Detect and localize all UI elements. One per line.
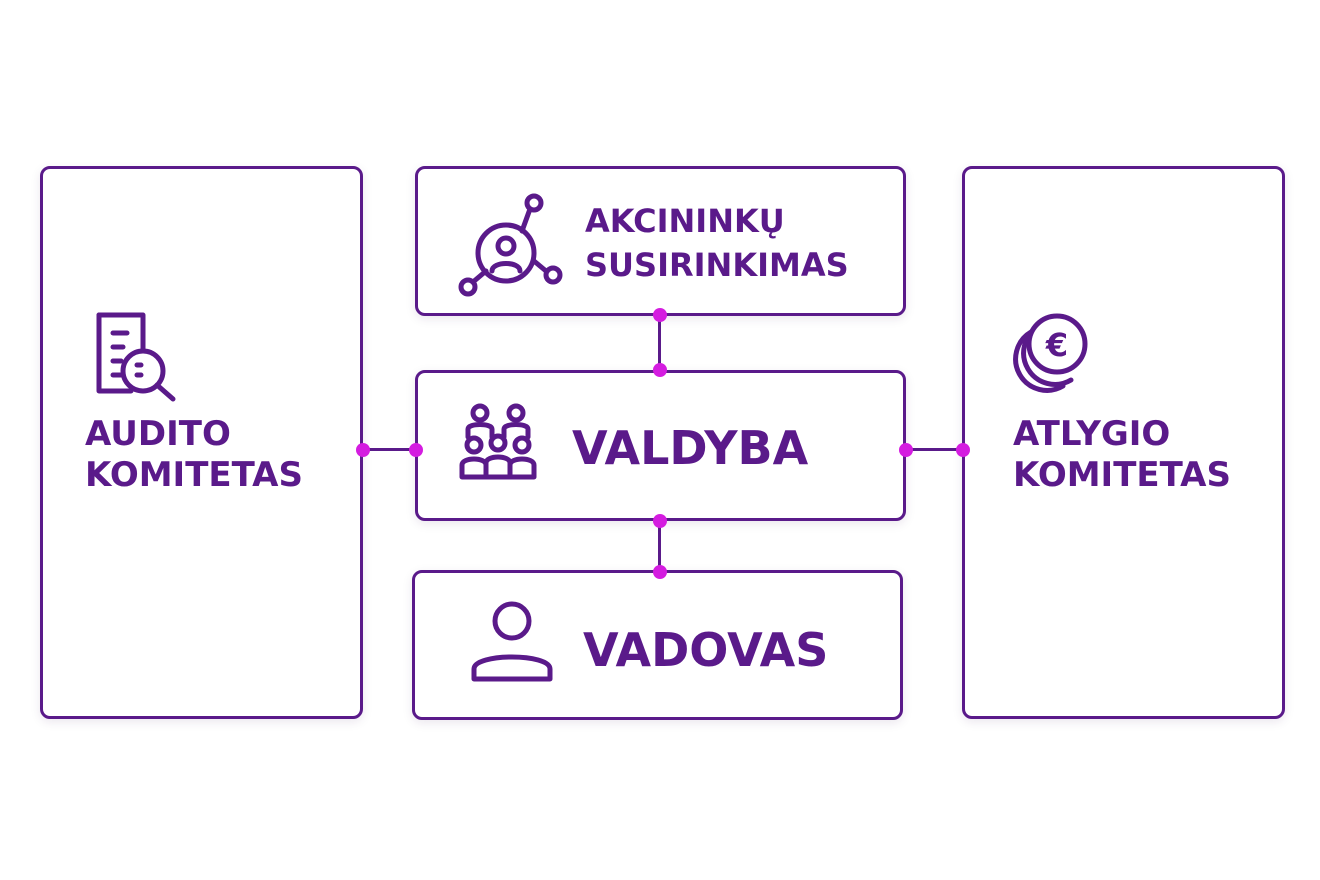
shareholders-meeting-label: AKCININKŲ SUSIRINKIMAS (585, 199, 849, 287)
manager-label: VADOVAS (583, 623, 828, 677)
connector-dot (409, 443, 423, 457)
connector-dot (653, 363, 667, 377)
network-person-icon (456, 191, 566, 301)
remuneration-committee-label: ATLYGIO KOMITETAS (1013, 414, 1231, 496)
connector-dot (653, 308, 667, 322)
connector-dot (899, 443, 913, 457)
board-box: VALDYBA (415, 370, 906, 521)
connector-dot (653, 514, 667, 528)
audit-committee-label: AUDITO KOMITETAS (85, 414, 303, 496)
shareholders-meeting-label-line1: AKCININKŲ (585, 202, 785, 240)
connector-board-remuneration (905, 448, 963, 451)
remuneration-committee-label-line2: KOMITETAS (1013, 455, 1231, 495)
group-icon (459, 403, 540, 483)
manager-box: VADOVAS (412, 570, 903, 720)
shareholders-meeting-box: AKCININKŲ SUSIRINKIMAS (415, 166, 906, 316)
manager-label-text: VADOVAS (583, 623, 829, 677)
shareholders-meeting-label-line2: SUSIRINKIMAS (585, 246, 849, 284)
connector-dot (356, 443, 370, 457)
board-label: VALDYBA (572, 421, 808, 475)
connector-audit-board (362, 448, 416, 451)
connector-board-manager (658, 520, 661, 572)
audit-committee-label-line1: AUDITO (85, 414, 231, 454)
audit-committee-box: AUDITO KOMITETAS (40, 166, 363, 719)
person-icon (470, 601, 560, 686)
euro-coins-icon: € (1005, 313, 1095, 404)
connector-dot (956, 443, 970, 457)
remuneration-committee-box: € ATLYGIO KOMITETAS (962, 166, 1285, 719)
remuneration-committee-label-line1: ATLYGIO (1013, 414, 1171, 454)
audit-committee-label-line2: KOMITETAS (85, 455, 303, 495)
board-label-text: VALDYBA (572, 421, 809, 475)
svg-text:€: € (1045, 326, 1068, 364)
connector-shareholders-board (658, 315, 661, 370)
connector-dot (653, 565, 667, 579)
document-search-icon (93, 309, 183, 404)
